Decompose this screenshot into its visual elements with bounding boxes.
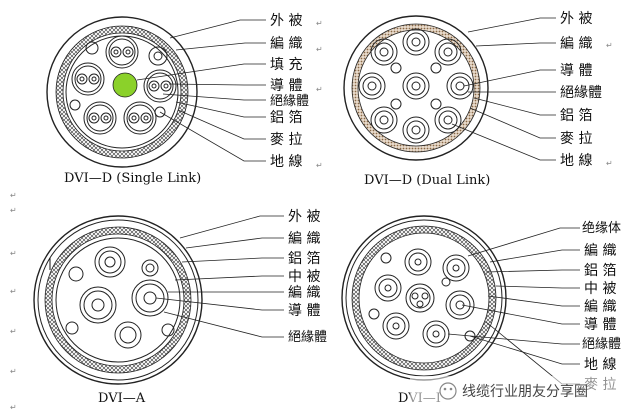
label-2-5: 鋁 箔 [560,108,592,124]
label-1-3: 填 充 [270,57,302,73]
coax-group-3 [65,246,175,349]
label-4-8: 地 線 [584,357,616,373]
filler [112,72,138,98]
label-3-4: 中 被 [288,269,320,285]
paragraph-mark: ↵ [606,159,613,168]
label-3-2: 編 織 [288,231,320,247]
label-3-6: 導 體 [288,303,320,319]
label-3-5: 編 織 [288,285,320,301]
paragraph-mark: ↵ [10,403,17,412]
label-4-5: 編 織 [584,299,616,315]
label-2-6: 麥 拉 [560,131,592,147]
label-4-3: 鋁 箔 [584,263,616,279]
paragraph-mark: ↵ [606,41,613,50]
label-2-4: 絕緣體 [560,85,602,101]
cable-section-1 [46,16,198,168]
diagram-dvi-d-single: 外 被 編 織 填 充 導 體 絕緣體 鋁 箔 麥 拉 地 線 DVI—D (S… [46,13,309,186]
labels-4: 绝缘体 編 織 鋁 箔 中 被 編 織 導 體 絕緣體 地 線 麥 拉 [582,220,621,393]
label-4-4: 中 被 [584,281,616,297]
leader-lines-2 [451,17,556,161]
wechat-icon [439,382,457,400]
labels-1: 外 被 編 織 填 充 導 體 絕緣體 鋁 箔 麥 拉 地 線 [270,13,309,170]
watermark: 线缆行业朋友分享圈 [410,376,636,406]
paragraph-mark: ↵ [10,206,17,215]
paragraph-mark: ↵ [10,327,17,336]
caption-dvi-d-dual: DVI—D (Dual Link) [364,173,490,188]
label-1-5: 絕緣體 [270,94,309,109]
label-1-7: 麥 拉 [270,132,302,148]
watermark-text: 线缆行业朋友分享圈 [462,383,588,400]
paragraph-mark: ↵ [10,191,17,200]
pair-bottom-left [83,101,117,135]
paragraph-mark: ↵ [316,161,323,170]
label-4-2: 編 織 [584,243,616,259]
pair-left [71,62,105,96]
label-3-3: 鋁 箔 [288,251,320,267]
label-2-1: 外 被 [560,11,592,27]
leader-lines-1 [136,19,266,162]
label-1-1: 外 被 [270,13,302,29]
paragraph-mark: ↵ [10,287,17,296]
label-1-2: 編 織 [270,36,302,52]
pairs-ring-2 [358,28,474,144]
label-4-6: 導 體 [584,317,616,333]
label-2-7: 地 線 [560,153,592,169]
leader-lines-4 [447,227,580,385]
labels-3: 外 被 編 織 鋁 箔 中 被 編 織 導 體 絕緣體 [288,209,327,345]
label-1-6: 鋁 箔 [270,110,302,126]
label-1-4: 導 體 [270,78,302,94]
pair-right [143,69,177,103]
paragraph-mark: ↵ [316,45,323,54]
paragraph-mark: ↵ [316,85,323,94]
labels-2: 外 被 編 織 導 體 絕緣體 鋁 箔 麥 拉 地 線 [560,11,602,169]
label-3-1: 外 被 [288,209,320,225]
cable-section-3 [33,215,203,385]
label-4-7: 絕緣體 [582,337,621,352]
pair-top [105,35,139,69]
label-1-8: 地 線 [270,154,302,170]
paragraph-mark: ↵ [10,367,17,376]
label-3-7: 絕緣體 [288,330,327,345]
cable-section-2 [343,15,489,161]
diagram-dvi-a: 外 被 編 織 鋁 箔 中 被 編 織 導 體 絕緣體 DVI—A [33,209,327,406]
label-2-3: 導 體 [560,63,592,79]
paragraph-mark: ↵ [10,249,17,258]
diagram-dvi-d-dual: 外 被 編 織 導 體 絕緣體 鋁 箔 麥 拉 地 線 DVI—D (Dual … [343,11,602,188]
paragraph-mark: ↵ [316,19,323,28]
cable-section-4 [341,215,507,381]
pair-bottom-right [123,101,157,135]
label-4-1: 绝缘体 [582,220,621,236]
caption-dvi-a: DVI—A [98,391,146,406]
leader-lines-3 [155,215,284,338]
label-2-2: 編 織 [560,36,592,52]
paragraph-marks: ↵ ↵ ↵ ↵ ↵ ↵ ↵ ↵ ↵ ↵ ↵ ↵ ↵ [10,19,613,412]
caption-dvi-d-single: DVI—D (Single Link) [64,171,201,186]
pairs-group-4 [374,248,475,348]
